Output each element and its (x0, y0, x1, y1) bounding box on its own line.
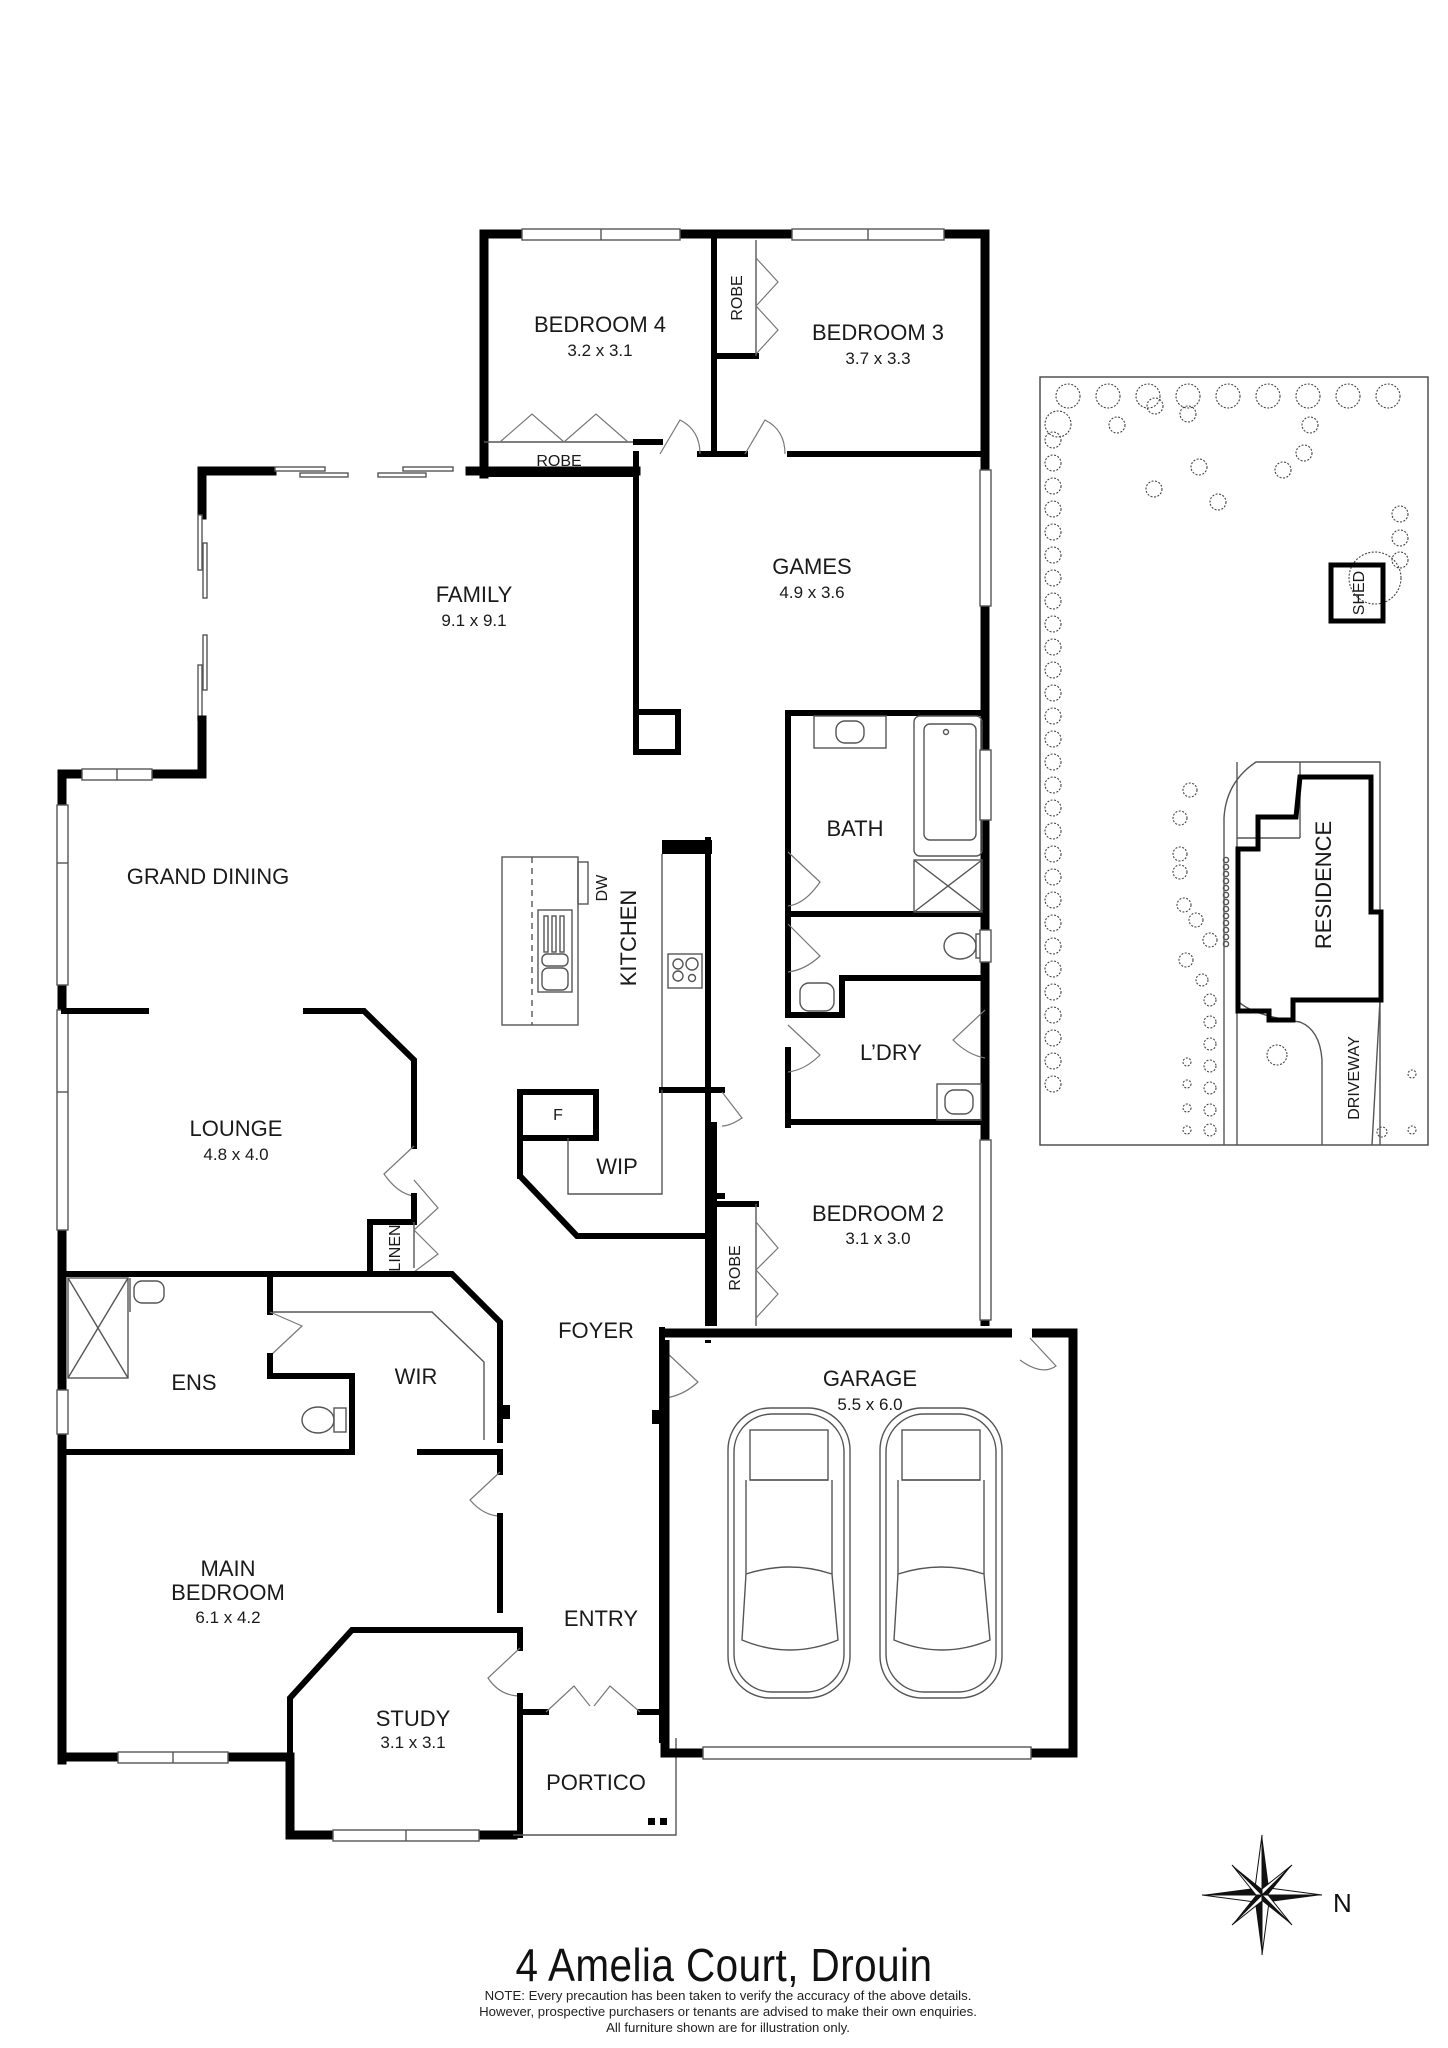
room-label-study: STUDY (376, 1706, 451, 1731)
room-dims-main-bedroom: 6.1 x 4.2 (195, 1608, 260, 1627)
bedroom2-walls (711, 1122, 779, 1335)
bedroom-wing-walls (479, 228, 992, 1335)
room-label-laundry: L’DRY (860, 1040, 922, 1065)
room-label-portico: PORTICO (546, 1770, 646, 1795)
room-dims-lounge: 4.8 x 4.0 (203, 1145, 268, 1164)
room-label-bedroom3: BEDROOM 3 (812, 320, 944, 345)
room-dims-study: 3.1 x 3.1 (380, 1733, 445, 1752)
room-label-games: GAMES (772, 554, 851, 579)
disclaimer-line-3: All furniture shown are for illustration… (606, 2020, 850, 2035)
compass-rose-icon (1201, 1834, 1323, 1956)
garage (660, 1326, 1078, 1760)
front-walls (57, 1327, 699, 1842)
hedge-row (1222, 856, 1230, 948)
room-label-main-bedroom-line1: MAIN (201, 1556, 256, 1581)
disclaimer-note: NOTE: Every precaution has been taken to… (408, 1988, 1048, 2036)
site-label-shed: SHED (1351, 571, 1368, 615)
room-label-main-bedroom-line2: BEDROOM (171, 1580, 285, 1605)
site-label-residence: RESIDENCE (1311, 821, 1336, 949)
room-label-bedroom2: BEDROOM 2 (812, 1201, 944, 1226)
room-label-bath: BATH (826, 816, 883, 841)
room-dims-games: 4.9 x 3.6 (779, 583, 844, 602)
room-label-ens: ENS (171, 1370, 216, 1395)
room-label-robe-b2: ROBE (727, 1245, 744, 1290)
room-dims-bedroom4: 3.2 x 3.1 (567, 341, 632, 360)
ensuite-wir-walls (56, 1271, 510, 1455)
room-label-wir: WIR (395, 1364, 438, 1389)
lounge-walls (61, 1008, 439, 1277)
disclaimer-line-1: NOTE: Every precaution has been taken to… (484, 1988, 972, 2003)
room-label-entry: ENTRY (564, 1606, 638, 1631)
appliance-label-dishwasher: DW (594, 874, 611, 902)
site-plan (1039, 376, 1429, 1146)
room-label-family: FAMILY (436, 582, 513, 607)
kitchen-area (501, 837, 743, 1343)
shed-outline (1328, 562, 1386, 624)
room-dims-family: 9.1 x 9.1 (441, 611, 506, 630)
car-icon (879, 1407, 1003, 1699)
car-icon (727, 1407, 851, 1699)
room-label-robe-b4: ROBE (536, 453, 581, 470)
room-label-lounge: LOUNGE (190, 1116, 283, 1141)
room-dims-garage: 5.5 x 6.0 (837, 1395, 902, 1414)
room-label-kitchen: KITCHEN (616, 890, 641, 987)
room-label-wip: WIP (596, 1154, 638, 1179)
appliance-label-fridge: F (553, 1107, 563, 1124)
disclaimer-line-2: However, prospective purchasers or tenan… (479, 2004, 977, 2019)
room-label-grand-dining: GRAND DINING (127, 864, 290, 889)
room-label-bedroom4: BEDROOM 4 (534, 312, 666, 337)
room-label-garage: GARAGE (823, 1366, 917, 1391)
site-label-driveway: DRIVEWAY (1346, 1036, 1363, 1120)
room-labels: BEDROOM 4 3.2 x 3.1 BEDROOM 3 3.7 x 3.3 … (127, 275, 1368, 1795)
room-dims-bedroom2: 3.1 x 3.0 (845, 1229, 910, 1248)
wet-areas (785, 710, 992, 1321)
property-address-title: 4 Amelia Court, Drouin (515, 1939, 933, 1991)
compass-north-label: N (1333, 1888, 1352, 1918)
room-dims-bedroom3: 3.7 x 3.3 (845, 349, 910, 368)
family-dining-walls (56, 466, 641, 1765)
room-label-linen: LINEN (387, 1224, 404, 1271)
room-label-robe-b3: ROBE (729, 275, 746, 320)
room-label-foyer: FOYER (558, 1318, 634, 1343)
